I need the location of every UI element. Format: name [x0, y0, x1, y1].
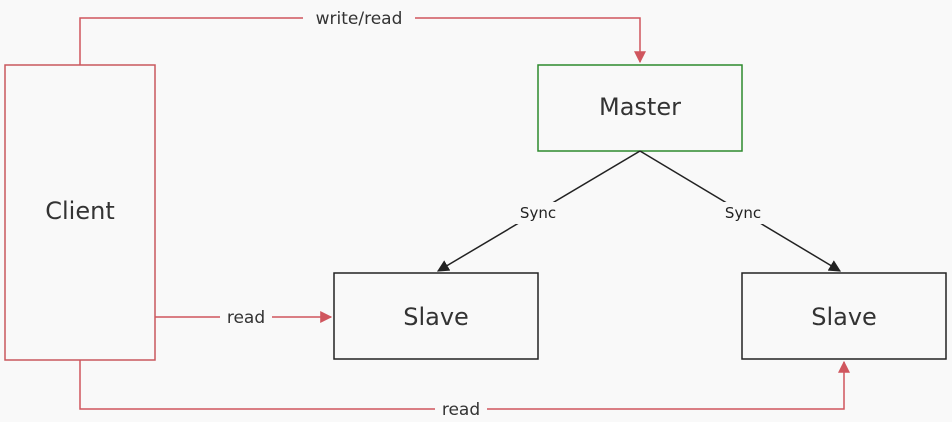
edge-client-master-label-bg — [303, 7, 415, 29]
slave-left-box — [333, 272, 539, 360]
edge-master-slave-left: Sync — [436, 150, 641, 272]
master-label: Master — [599, 93, 681, 121]
client-label: Client — [45, 197, 114, 225]
slave-right-node: Slave — [741, 272, 947, 360]
edge-master-slave-right: Sync — [639, 150, 842, 272]
master-box — [537, 64, 743, 152]
client-box — [4, 64, 156, 361]
edge-master-slave-right-label: Sync — [725, 204, 761, 222]
edge-client-slave-right-label: read — [442, 400, 480, 420]
slave-left-label: Slave — [403, 303, 469, 331]
edge-client-master-label: write/read — [316, 9, 403, 29]
master-node: Master — [537, 64, 743, 152]
edge-master-slave-left-label: Sync — [520, 204, 556, 222]
edge-client-slave-right: read — [79, 360, 850, 420]
edge-master-slave-right-label-bg — [718, 202, 768, 224]
edge-client-slave-right-label-bg — [435, 398, 487, 420]
edge-client-slave-left-label: read — [227, 308, 265, 328]
slave-right-label: Slave — [811, 303, 877, 331]
slave-left-node: Slave — [333, 272, 539, 360]
edge-client-slave-left-label-bg — [220, 306, 272, 328]
slave-right-box — [741, 272, 947, 360]
edge-client-slave-left: read — [155, 306, 333, 328]
edge-master-slave-left-label-bg — [513, 202, 563, 224]
edge-client-master: write/read — [79, 7, 646, 65]
client-node: Client — [4, 64, 156, 361]
